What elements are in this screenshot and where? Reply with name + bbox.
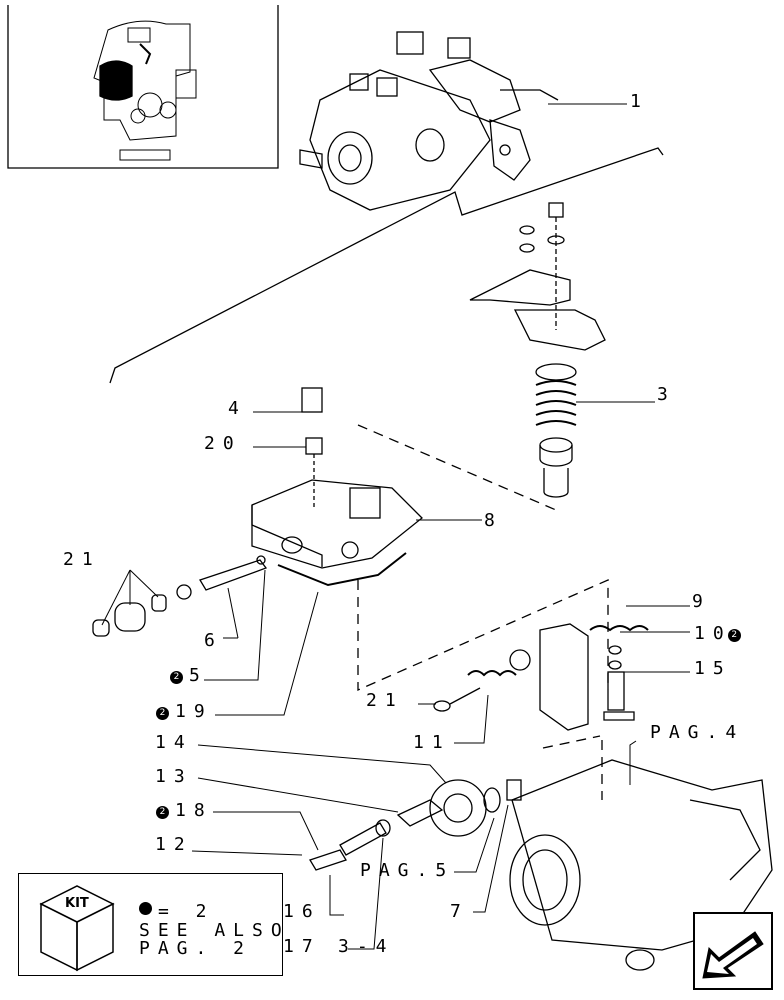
- page-ref-4[interactable]: PAG.4: [650, 722, 745, 743]
- shaft-parts: [92, 555, 268, 637]
- governor-housing: [251, 387, 423, 587]
- callout-11: 11: [413, 732, 451, 753]
- callout-6: 6: [204, 630, 223, 651]
- filled-dot-icon: 2: [170, 671, 183, 684]
- detail-frame: [357, 424, 557, 511]
- injection-pump-assembly: [299, 31, 559, 211]
- previous-page-button[interactable]: [693, 912, 773, 990]
- engine-thumbnail: [7, 5, 279, 169]
- callout-13: 13: [155, 766, 193, 787]
- callout-1: 1: [630, 91, 649, 112]
- drive-parts: [309, 779, 522, 871]
- callout-15: 15: [694, 658, 732, 679]
- leader-lines: [101, 103, 690, 950]
- callout-19: 2 19: [156, 703, 213, 721]
- section-break-line: [109, 147, 664, 384]
- callout-4: 4: [228, 398, 247, 419]
- callout-3: 3: [657, 384, 676, 405]
- governor-spring-stack: [469, 202, 606, 498]
- filled-dot-icon: 2: [727, 629, 741, 642]
- callout-21-right: 21: [366, 690, 404, 711]
- kit-legend-line: = 2: [139, 902, 215, 921]
- callout-16: 16: [283, 901, 321, 922]
- callout-8: 8: [484, 510, 503, 531]
- callout-5-number: 5: [189, 665, 208, 686]
- callout-20: 20: [204, 433, 242, 454]
- control-parts: [433, 623, 649, 731]
- callout-18: 2 18: [156, 802, 213, 820]
- callout-19-number: 19: [175, 701, 213, 722]
- kit-cube-icon: [39, 885, 115, 972]
- kit-logo: KIT: [65, 896, 89, 911]
- kit-legend-value: = 2: [158, 901, 215, 922]
- kit-legend: KIT = 2 SEE ALSO PAG. 2: [18, 873, 283, 976]
- pump-body: [509, 759, 773, 971]
- callout-9: 9: [692, 591, 711, 612]
- callout-10: 102: [694, 625, 741, 643]
- kit-see-also-page[interactable]: PAG. 2: [139, 938, 253, 959]
- callout-17: 17: [283, 936, 321, 957]
- callout-3-4: 3-4: [338, 936, 395, 957]
- callout-14: 14: [155, 732, 193, 753]
- kit-see-also: SEE ALSO: [139, 920, 290, 941]
- filled-dot-icon: [139, 902, 152, 915]
- filled-dot-icon: 2: [156, 806, 169, 819]
- callout-21-left: 21: [63, 549, 101, 570]
- callout-10-number: 10: [694, 623, 732, 644]
- arrow-down-left-icon: [702, 931, 764, 979]
- page-ref-5[interactable]: PAG.5: [360, 860, 455, 881]
- callout-12: 12: [155, 834, 193, 855]
- callout-7: 7: [450, 901, 469, 922]
- filled-dot-icon: 2: [156, 707, 169, 720]
- callout-18-number: 18: [175, 800, 213, 821]
